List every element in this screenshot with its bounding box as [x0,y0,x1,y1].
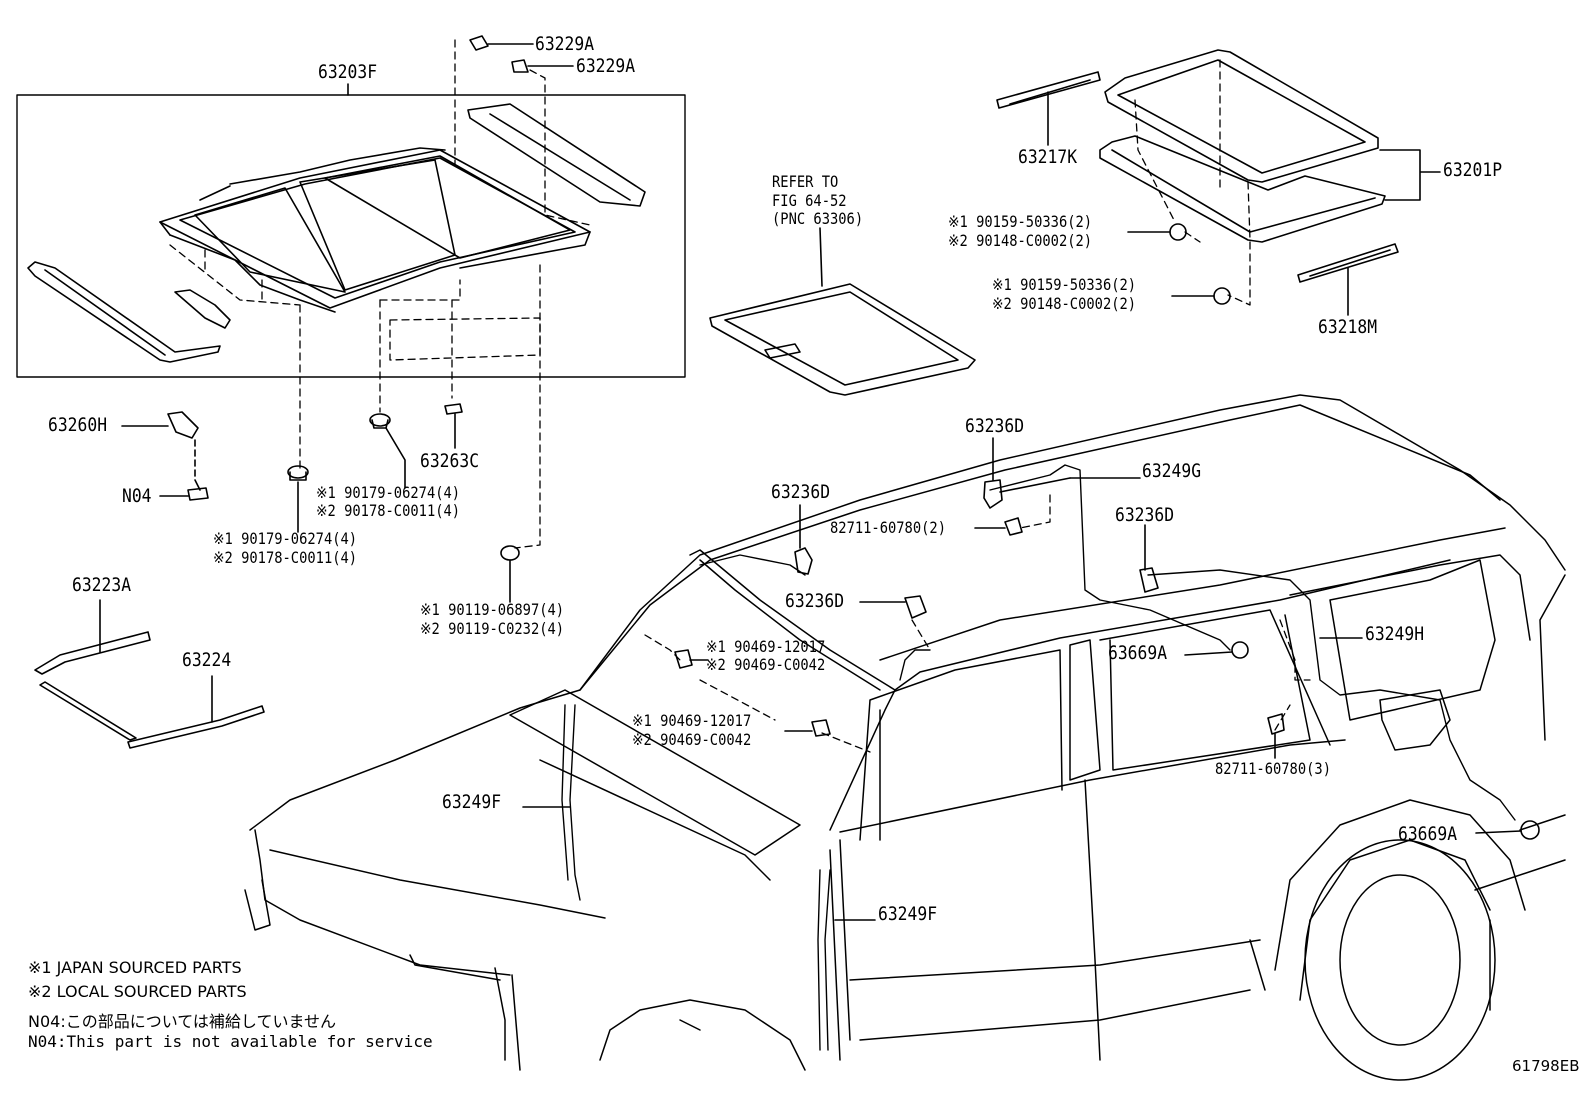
part-N04 [187,479,209,501]
label-63203F: 63203F [318,61,378,83]
glass-seal [1099,135,1386,243]
bolt-b [1213,287,1231,305]
grommet-b [811,719,831,737]
label-clip-82711-b: 82711-60780(3) [1215,759,1331,778]
label-bolt-a2: ※2 90148-C0002(2) [948,231,1093,250]
drain-hoses [561,464,1516,1051]
bracket [174,289,231,329]
label-nut-c1: ※1 90119-06897(4) [420,600,565,619]
label-nut-b1: ※1 90179-06274(4) [213,529,358,548]
label-refer-to: REFER TO [772,172,839,191]
label-63249G: 63249G [1142,460,1202,482]
label-63236D-top: 63236D [965,415,1025,437]
label-63249H: 63249H [1365,623,1425,645]
label-63669A-rear: 63669A [1398,823,1458,845]
label-bolt-b2: ※2 90148-C0002(2) [992,294,1137,313]
label-63217K: 63217K [1018,146,1078,168]
nut-2 [369,413,391,427]
clip-63236D-c [904,595,927,619]
label-63229A-upper: 63229A [535,33,595,55]
label-63236D-right: 63236D [1115,504,1175,526]
label-grommet-a2: ※2 90469-C0042 [706,655,826,674]
label-nut-a2: ※2 90178-C0011(4) [316,501,461,520]
rear-rail [467,103,646,207]
drain-valve-63669A-b [1520,820,1540,840]
note-japan-sourced: ※1 JAPAN SOURCED PARTS [28,958,242,977]
front-rail [27,261,221,363]
grommet-a [674,649,693,669]
clip-82711-a [1004,517,1023,536]
label-63218M: 63218M [1318,316,1378,338]
clip-63236D-d [1139,567,1159,593]
label-grommet-a1: ※1 90469-12017 [706,637,826,656]
label-63224: 63224 [182,649,232,671]
nut-1 [287,465,309,479]
label-63249F-center: 63249F [878,903,938,925]
label-nut-c2: ※2 90119-C0232(4) [420,619,565,638]
label-63236D-left: 63236D [771,481,831,503]
molding-63217K [996,71,1101,109]
label-63263C: 63263C [420,450,480,472]
note-local-sourced: ※2 LOCAL SOURCED PARTS [28,982,247,1001]
part-63223A [34,631,151,675]
label-clip-82711-a: 82711-60780(2) [830,518,946,537]
clip-63236D-b [983,479,1003,509]
figure-code: 61798EB [1512,1057,1580,1075]
glass-panel [1104,49,1379,183]
part-63260H [167,411,199,439]
label-63201P: 63201P [1443,159,1503,181]
label-grommet-b2: ※2 90469-C0042 [632,730,752,749]
label-nut-a1: ※1 90179-06274(4) [316,483,461,502]
vehicle-body [244,394,1566,1081]
label-refer-pnc: (PNC 63306) [772,209,864,228]
label-63223A: 63223A [72,574,132,596]
part-63229A-upper [469,35,489,51]
label-63229A-lower: 63229A [576,55,636,77]
sunshade [709,283,976,396]
label-refer-fig: FIG 64-52 [772,191,847,210]
note-n04-japanese: N04:この部品については補給していません [28,1012,336,1031]
frame-box [16,94,686,378]
label-63236D-mid: 63236D [785,590,845,612]
clip-63236D-a [794,547,813,575]
label-bolt-b1: ※1 90159-50336(2) [992,275,1137,294]
part-63229A-lower [511,59,529,73]
molding-63218M [1297,243,1399,283]
label-63669A-mid: 63669A [1108,642,1168,664]
sunroof-frame [159,147,591,313]
part-63224 [127,705,265,749]
label-nut-b2: ※2 90178-C0011(4) [213,548,358,567]
label-N04: N04 [122,485,152,507]
label-bolt-a1: ※1 90159-50336(2) [948,212,1093,231]
label-grommet-b1: ※1 90469-12017 [632,711,752,730]
note-n04-english: N04:This part is not available for servi… [28,1032,433,1051]
bolt-a [1169,223,1187,241]
clip-82711-b [1267,713,1285,735]
clip-63263C [444,403,463,415]
label-63249F-front: 63249F [442,791,502,813]
drain-valve-63669A-a [1231,641,1249,659]
nut-3 [500,545,520,561]
label-63260H: 63260H [48,414,108,436]
